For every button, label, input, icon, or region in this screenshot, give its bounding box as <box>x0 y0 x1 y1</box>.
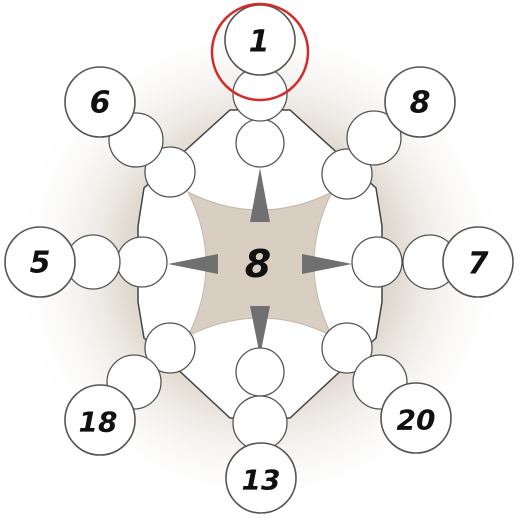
number-top: 1 <box>249 25 270 60</box>
number-left: 5 <box>30 246 51 281</box>
inner-ball-top-left <box>144 146 196 198</box>
number-bottom: 13 <box>242 464 281 497</box>
number-ball-top-left[interactable]: 6 <box>64 66 136 138</box>
outer-ball-top-right <box>346 110 402 166</box>
spike-top <box>250 168 270 222</box>
spikes <box>168 168 352 356</box>
number-ball-left[interactable]: 5 <box>4 226 76 298</box>
number-ball-bottom-left[interactable]: 18 <box>64 384 136 456</box>
number-top-right: 8 <box>410 86 431 121</box>
inner-ball-left <box>116 236 168 288</box>
number-bottom-right: 20 <box>397 404 436 437</box>
center-number: 8 <box>245 242 271 286</box>
inner-ball-bottom <box>235 347 285 397</box>
inner-balls <box>116 118 403 397</box>
number-top-left: 6 <box>90 86 111 121</box>
number-ball-top[interactable]: 1 <box>224 4 296 76</box>
number-right: 7 <box>468 247 489 282</box>
highlight-ring <box>210 2 310 102</box>
spike-left <box>168 254 218 274</box>
number-ball-top-right[interactable]: 8 <box>384 66 456 138</box>
outer-ball-bottom <box>232 395 288 451</box>
inner-ball-bottom-left <box>144 322 196 374</box>
inner-ball-top <box>235 118 285 168</box>
spike-bottom <box>250 306 270 356</box>
number-ball-bottom[interactable]: 13 <box>225 442 297 514</box>
number-bottom-left: 18 <box>79 406 118 439</box>
outer-balls <box>65 66 458 451</box>
number-ball-bottom-right[interactable]: 20 <box>380 382 452 454</box>
inner-ball-bottom-right <box>321 322 373 374</box>
number-ball-right[interactable]: 7 <box>442 226 514 298</box>
spike-right <box>302 254 352 274</box>
number-balls: 1 8 7 20 13 18 5 6 <box>4 4 514 514</box>
inner-ball-right <box>351 236 403 288</box>
